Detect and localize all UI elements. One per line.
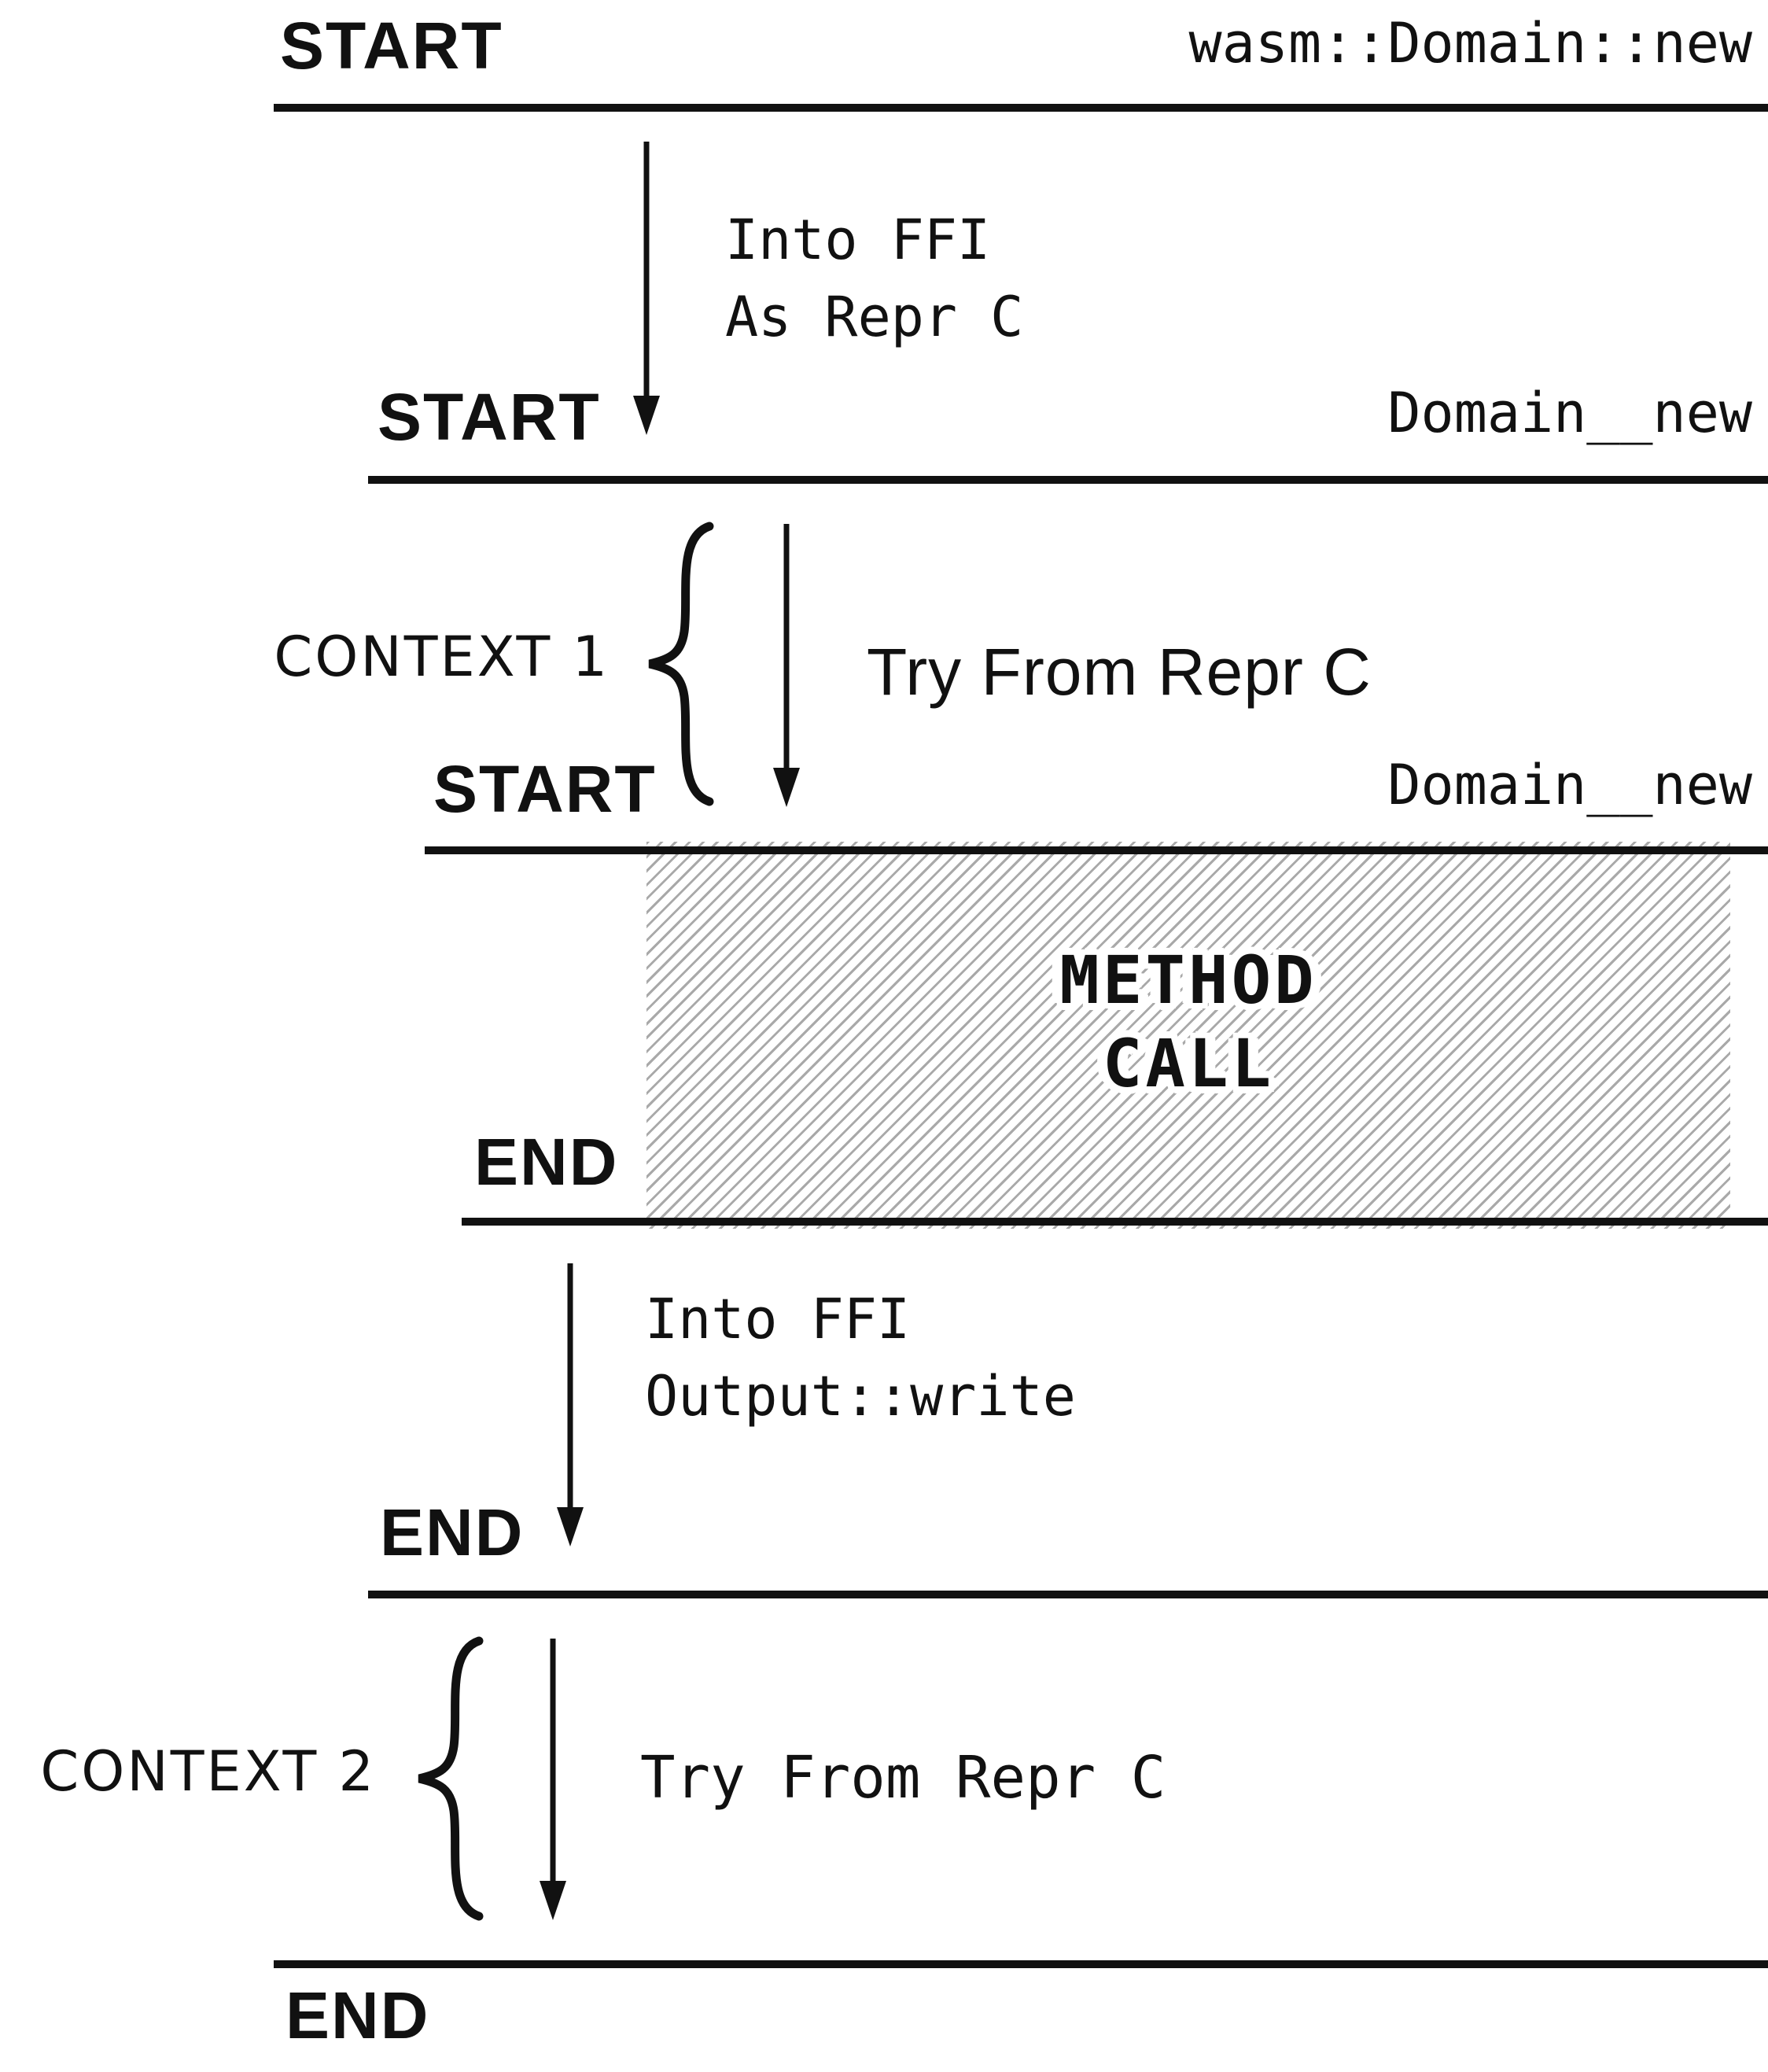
frame1-end-label: END [285, 1978, 430, 2052]
transition1-label-line2: As Repr C [725, 285, 1024, 349]
into-ffi-arrow-2 [557, 1263, 584, 1547]
transition3-label-line2: Output::write [645, 1364, 1076, 1429]
frame1-end-line [274, 1960, 1768, 1968]
frame2-function-name: Domain__new [1387, 381, 1752, 445]
frame3-start-label: START [433, 752, 657, 826]
frame1-function-name: wasm::Domain::new [1188, 11, 1752, 76]
context2-label: CONTEXT 2 [40, 1739, 376, 1804]
frame3-function-name: Domain__new [1387, 753, 1752, 817]
frame2-start-line [368, 476, 1768, 484]
context1-label: CONTEXT 1 [274, 625, 610, 689]
frame2-start-label: START [378, 380, 601, 454]
frame1-start-label: START [280, 9, 503, 83]
transition3-label-line1: Into FFI [645, 1287, 911, 1351]
frame3-end-line [462, 1218, 1768, 1226]
frame3-end-label: END [474, 1125, 619, 1199]
try-from-repr-c-arrow-2 [540, 1639, 566, 1920]
frame1-start-line [274, 104, 1768, 112]
context2-brace [418, 1636, 484, 1921]
try-from-repr-c-arrow-1 [773, 524, 800, 807]
frame2-end-label: END [380, 1495, 525, 1569]
context1-brace [648, 522, 714, 806]
transition1-label-line1: Into FFI [725, 208, 991, 272]
transition4-label: Try From Repr C [640, 1744, 1166, 1812]
into-ffi-arrow-1 [633, 142, 660, 435]
transition2-label: Try From Repr C [867, 635, 1372, 709]
frame2-end-line [368, 1591, 1768, 1598]
method-call-text-line1: METHOD [1059, 942, 1317, 1019]
method-call-hatched-region [646, 842, 1730, 1229]
frame3-start-line [425, 846, 1768, 854]
method-call-text-line2: CALL [1102, 1025, 1275, 1102]
